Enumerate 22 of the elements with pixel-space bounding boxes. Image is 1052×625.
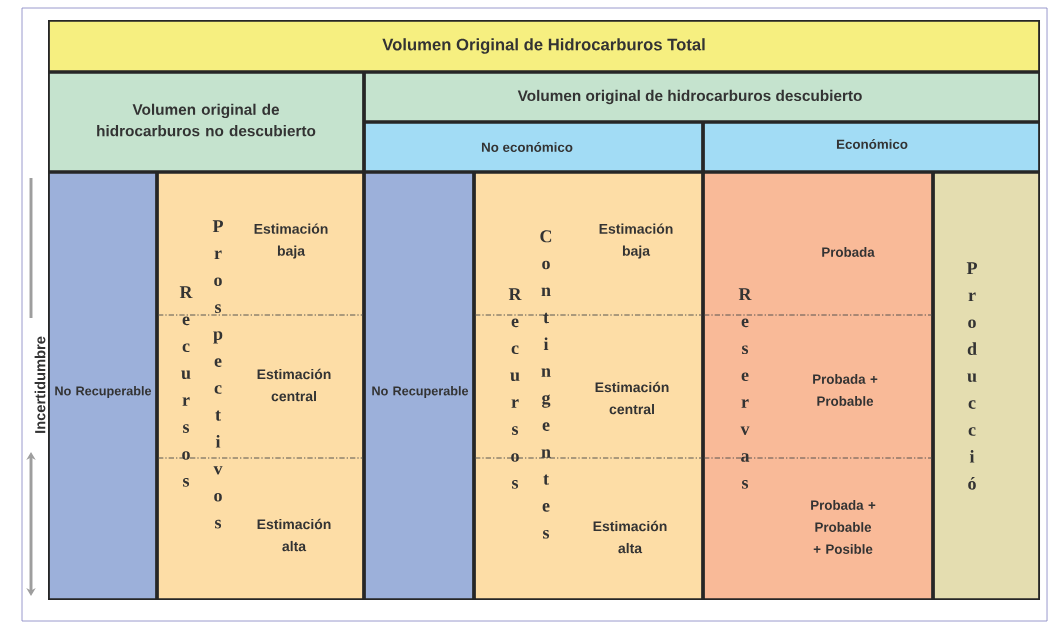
vertical-label: Recursos — [508, 288, 522, 489]
header-cell: Volumen original de hidrocarburos no descubierto — [48, 72, 364, 172]
header-cell: Económico — [703, 122, 1040, 172]
estimate-label: Estimación baja — [599, 223, 673, 259]
estimate-label: Estimación central — [595, 381, 669, 415]
estimate-label: Estimación central — [257, 368, 331, 402]
column-cell: No Recuperable — [48, 172, 157, 600]
vertical-label: Contingentes — [540, 230, 552, 539]
estimate-label: Estimación alta — [593, 520, 667, 554]
header-cell: No económico — [364, 122, 703, 172]
estimate-label: Estimación alta — [257, 518, 331, 552]
vertical-label: Prospectivos — [212, 220, 223, 529]
header-cell: Volumen original de hidrocarburos descubierto — [364, 72, 1040, 122]
title-cell: Volumen Original de Hidrocarburos Total — [48, 20, 1040, 72]
reserve-label: Probada + Probable — [813, 374, 878, 406]
vertical-label: Producció — [966, 262, 977, 490]
reserve-label: Probada — [822, 247, 875, 257]
vertical-label: Recursos — [179, 286, 193, 487]
estimate-label: Estimación baja — [254, 223, 328, 259]
reserve-label: Probada + Probable + Posible — [811, 500, 876, 554]
vertical-label: Reservas — [738, 288, 752, 489]
column-cell: No Recuperable — [364, 172, 474, 600]
